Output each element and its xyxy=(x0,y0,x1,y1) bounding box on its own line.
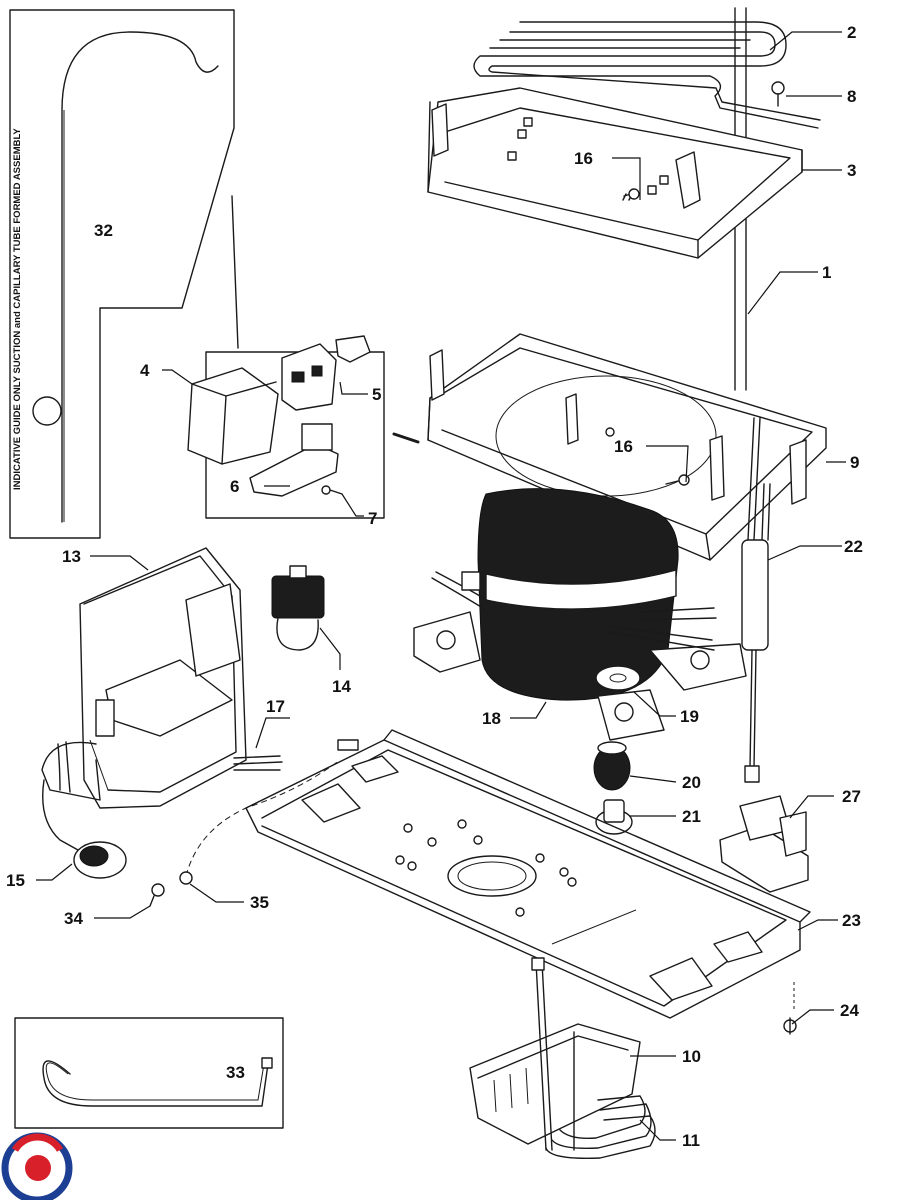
part-35-earth-lead xyxy=(179,739,359,885)
label-4: 4 xyxy=(140,361,150,380)
part-19-grommet xyxy=(595,665,641,691)
label-17: 17 xyxy=(266,697,285,716)
label-11: 11 xyxy=(682,1131,700,1150)
label-9: 9 xyxy=(850,453,859,472)
part-10-container xyxy=(469,1023,641,1145)
part-11-coil xyxy=(531,957,656,1159)
label-18: 18 xyxy=(482,709,501,728)
frame-32: INDICATIVE GUIDE ONLY SUCTION and CAPILL… xyxy=(9,9,235,539)
label-5: 5 xyxy=(372,385,381,404)
label-33: 33 xyxy=(226,1063,245,1082)
label-35: 35 xyxy=(250,893,269,912)
part-9-drip-tray xyxy=(427,333,827,561)
part-4-relay-cover xyxy=(187,367,279,465)
part-5-relay xyxy=(281,335,371,411)
label-7: 7 xyxy=(368,509,377,528)
label-3: 3 xyxy=(847,161,856,180)
part-22-probe xyxy=(741,417,771,783)
part-14-capacitor xyxy=(271,565,325,651)
label-24: 24 xyxy=(840,1001,859,1020)
frame-33 xyxy=(14,1017,284,1129)
part-7-screw xyxy=(321,485,343,495)
part-27-clip xyxy=(719,795,809,893)
part-15-heater-switch xyxy=(41,741,127,879)
label-19: 19 xyxy=(680,707,699,726)
part-21-spacer xyxy=(595,799,633,835)
part-24-screw xyxy=(783,982,797,1035)
label-14: 14 xyxy=(332,677,351,696)
part-20-rubber-mount xyxy=(593,741,631,791)
label-15: 15 xyxy=(6,871,25,890)
part-13-housing xyxy=(79,547,247,809)
label-32: 32 xyxy=(94,221,113,240)
brand-logo xyxy=(1,1132,73,1200)
label-2: 2 xyxy=(847,23,856,42)
part-6-overload xyxy=(249,423,339,497)
part-17-wires xyxy=(233,755,283,771)
part-18-compressor xyxy=(413,488,747,741)
label-20: 20 xyxy=(682,773,701,792)
part-3-tray xyxy=(427,87,803,259)
label-6: 6 xyxy=(230,477,239,496)
label-22: 22 xyxy=(844,537,863,556)
label-1: 1 xyxy=(822,263,831,282)
leader-lines xyxy=(36,31,846,1141)
part-labels: 2 8 3 1 4 5 6 7 16 16 9 22 13 32 14 17 1… xyxy=(6,23,863,1150)
label-8: 8 xyxy=(847,87,856,106)
label-10: 10 xyxy=(682,1047,701,1066)
label-23: 23 xyxy=(842,911,861,930)
label-13: 13 xyxy=(62,547,81,566)
part-34-screw xyxy=(149,883,165,907)
label-16-top: 16 xyxy=(574,149,593,168)
label-16-tray: 16 xyxy=(614,437,633,456)
part-8-screw xyxy=(771,81,785,107)
label-21: 21 xyxy=(682,807,701,826)
label-34: 34 xyxy=(64,909,83,928)
label-27: 27 xyxy=(842,787,861,806)
part-23-base-plate xyxy=(245,729,811,1019)
part-2-heater-coil xyxy=(473,21,821,129)
frame-32-caption: INDICATIVE GUIDE ONLY SUCTION and CAPILL… xyxy=(12,128,23,490)
